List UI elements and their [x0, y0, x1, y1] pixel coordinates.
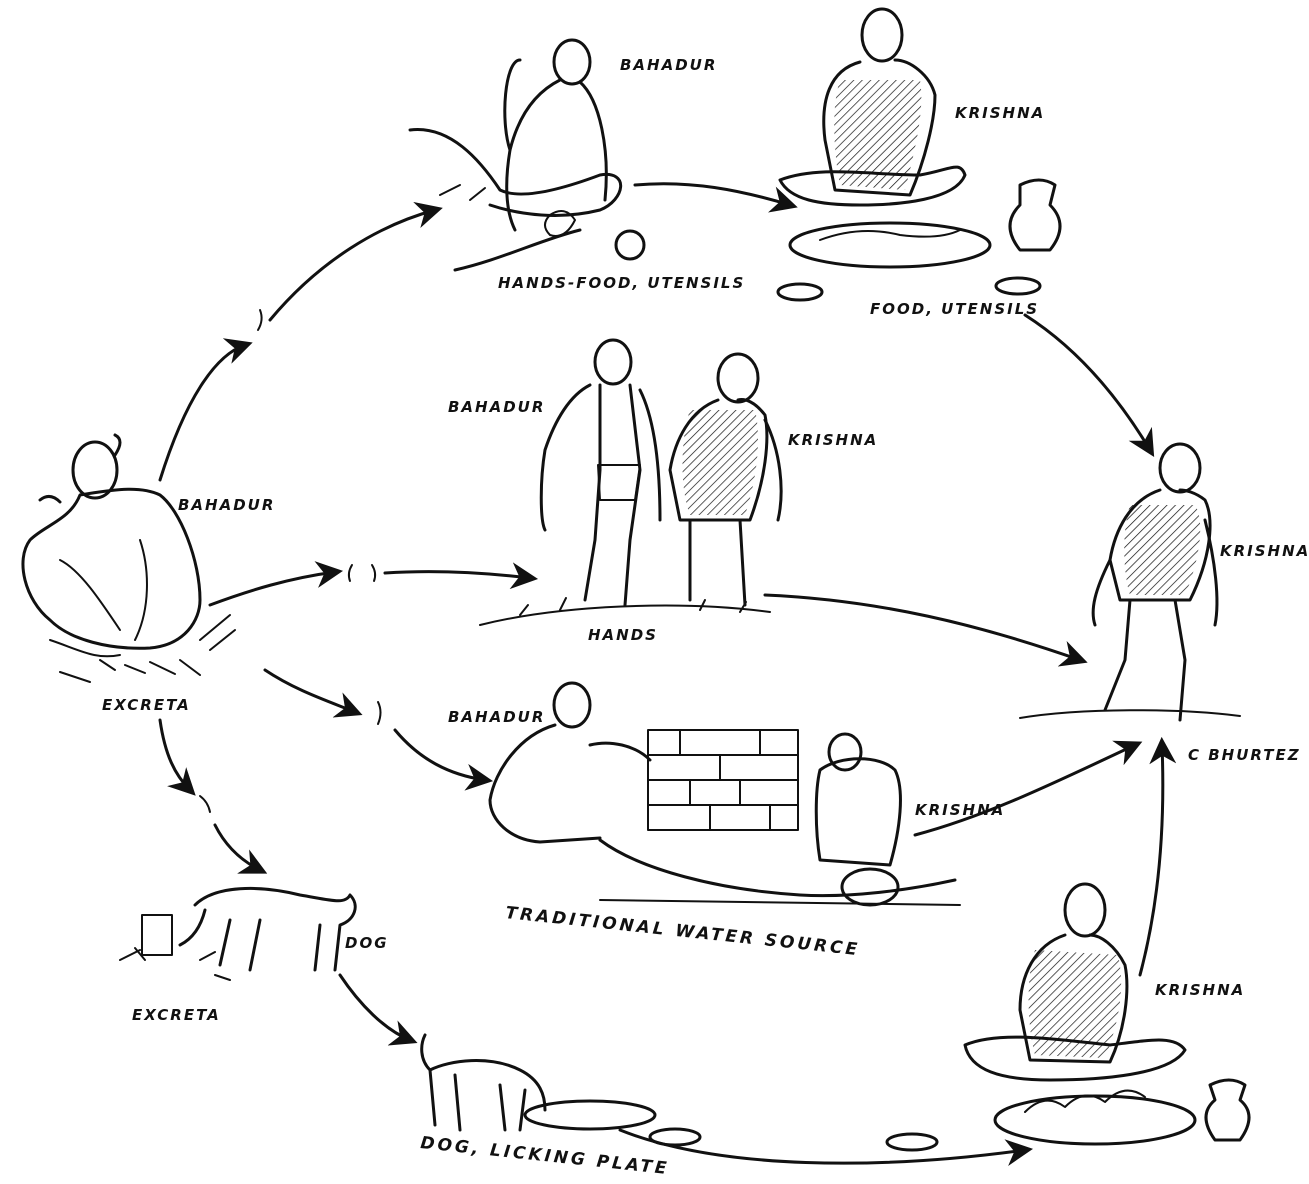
arrow-excreta-to-dog-2 [213, 823, 268, 874]
arrow-hands-to-krishna [763, 593, 1088, 667]
arrow-dog-to-plate [338, 973, 418, 1046]
krishna-eating-bottom-figure [963, 882, 1251, 1146]
dog-at-excreta-figure [119, 887, 357, 981]
arrow-excreta-to-water-2 [393, 728, 494, 791]
dog-licking-plate-figure [420, 1033, 939, 1152]
label-krishna-water: KRISHNA [915, 801, 1005, 819]
bahadur-krishna-standing-figures [479, 338, 783, 626]
arrow-krishna-eating-to-standing [1138, 736, 1177, 977]
krishna-standing-figure [1019, 442, 1241, 722]
label-krishna-top: KRISHNA [955, 104, 1045, 122]
label-bahadur-water: BAHADUR [448, 708, 545, 726]
bahadur-eating-figure [408, 38, 646, 272]
label-excreta-left: EXCRETA [102, 696, 191, 714]
bahadur-defecating-figure [21, 433, 236, 683]
label-krishna-middle: KRISHNA [788, 431, 878, 449]
arrow-water-to-krishna [913, 740, 1143, 837]
arrow-excreta-to-bahadur-eating [158, 338, 253, 482]
krishna-eating-top-figure [776, 7, 1062, 302]
label-krishna-bottom: KRISHNA [1155, 981, 1245, 999]
label-dog: DOG [345, 934, 389, 952]
label-food-utensils: FOOD, UTENSILS [870, 300, 1039, 318]
signature-bhurtez: C BHURTEZ [1188, 746, 1301, 764]
break-mark [377, 701, 382, 725]
label-hands: HANDS [588, 626, 658, 644]
break-mark [257, 309, 263, 331]
arrow-excreta-to-water-1 [263, 668, 363, 718]
break-mark [347, 564, 353, 582]
arrows [158, 182, 1177, 1166]
arrow-plate-to-krishna-eating [618, 1128, 1034, 1166]
label-bahadur-left: BAHADUR [178, 496, 275, 514]
arrow-up-to-bahadur-eating [268, 201, 443, 322]
label-traditional-water-source: TRADITIONAL WATER SOURCE [504, 903, 861, 960]
label-excreta-dog: EXCRETA [132, 1006, 221, 1024]
label-bahadur-middle: BAHADUR [448, 398, 545, 416]
traditional-water-source-scene [488, 681, 961, 907]
break-mark [199, 795, 211, 813]
arrow-bahadur-to-krishna-eating [633, 182, 798, 213]
label-krishna-right: KRISHNA [1220, 542, 1309, 560]
arrow-food-to-krishna-standing [1023, 313, 1155, 457]
label-dog-licking-plate: DOG, LICKING PLATE [419, 1133, 670, 1179]
break-mark [371, 564, 377, 582]
arrow-excreta-to-dog-1 [158, 718, 196, 796]
arrow-excreta-to-hands-1 [208, 561, 344, 607]
arrow-excreta-to-hands-2 [383, 562, 539, 590]
label-bahadur-top: BAHADUR [620, 56, 717, 74]
label-hands-food-utensils: HANDS-FOOD, UTENSILS [498, 274, 745, 292]
